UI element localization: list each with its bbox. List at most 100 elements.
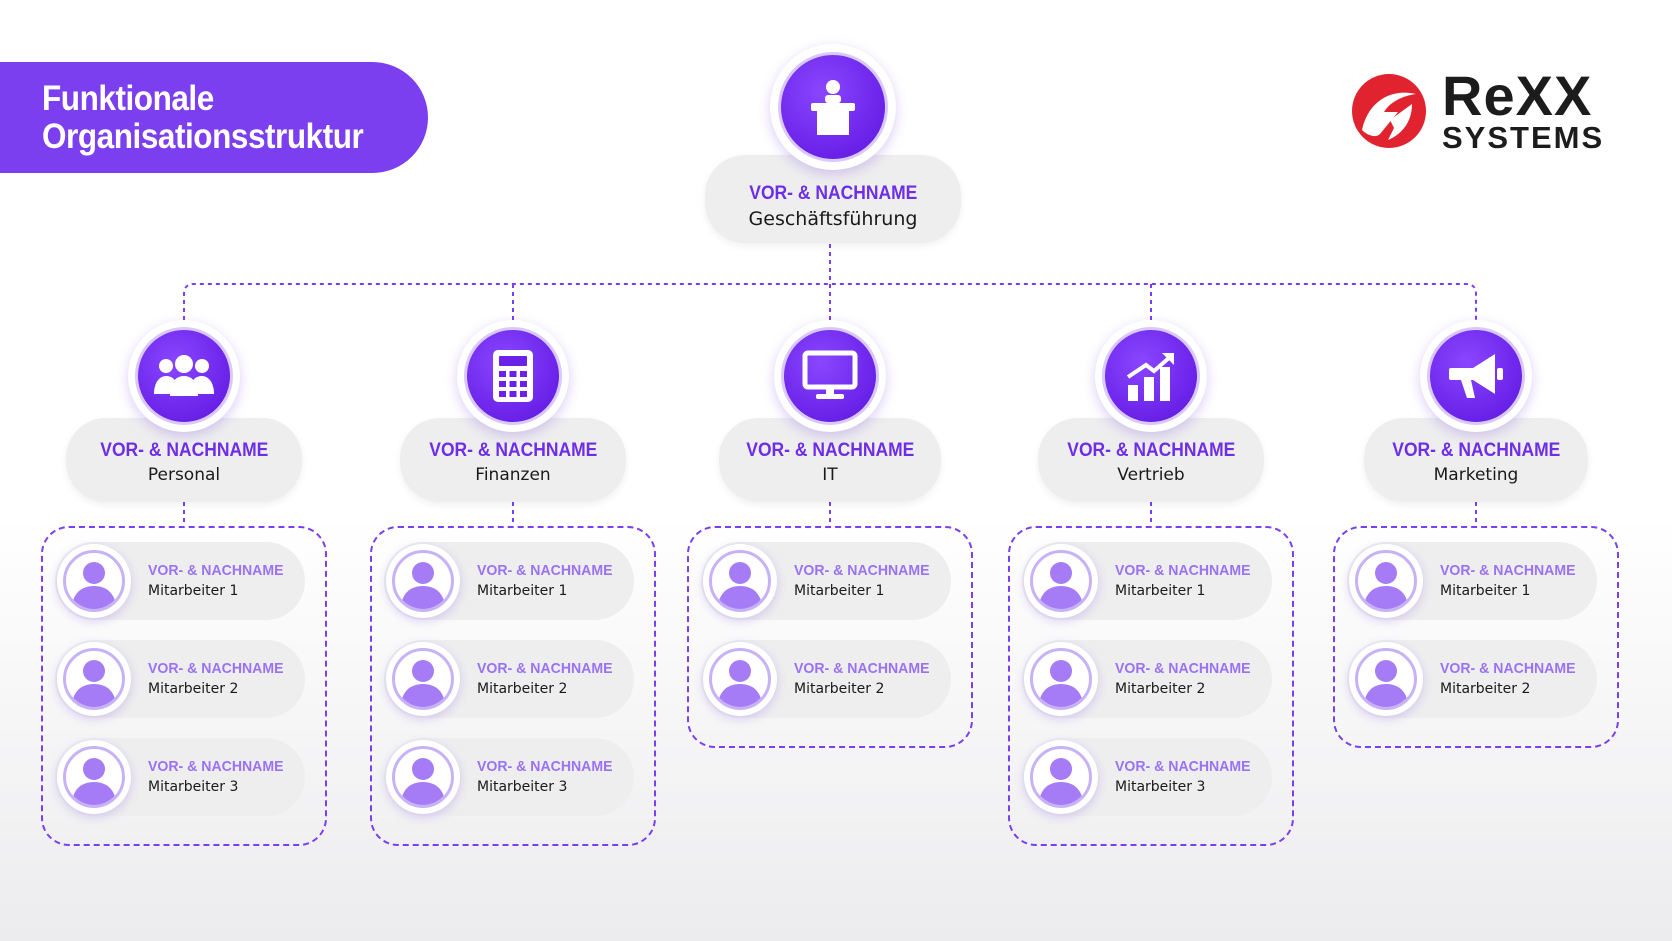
employee-avatar bbox=[386, 740, 460, 814]
department-head-name: VOR- & NACHNAME bbox=[428, 439, 597, 461]
rexx-systems-logo: ReXX SYSTEMS bbox=[1350, 66, 1610, 160]
department-label-pill: VOR- & NACHNAME Finanzen bbox=[400, 418, 626, 502]
department-role: Personal bbox=[147, 464, 221, 485]
podium-speaker-icon bbox=[811, 80, 855, 135]
person-icon bbox=[1039, 660, 1083, 707]
person-icon bbox=[1039, 758, 1083, 805]
employee-card: VOR- & NACHNAME Mitarbeiter 1 bbox=[55, 542, 305, 620]
employee-group bbox=[41, 526, 327, 846]
employee-avatar bbox=[1024, 642, 1098, 716]
department-avatar bbox=[1420, 320, 1532, 432]
employee-role: Mitarbeiter 3 bbox=[1115, 779, 1206, 795]
person-icon bbox=[401, 660, 445, 707]
employee-role: Mitarbeiter 2 bbox=[148, 681, 239, 697]
employee-card: VOR- & NACHNAME Mitarbeiter 3 bbox=[384, 738, 634, 816]
department-avatar bbox=[1095, 320, 1207, 432]
employee-role: Mitarbeiter 2 bbox=[1115, 681, 1206, 697]
person-icon bbox=[1039, 562, 1083, 609]
employee-group bbox=[1008, 526, 1294, 846]
employee-avatar bbox=[703, 544, 777, 618]
employee-card: VOR- & NACHNAME Mitarbeiter 2 bbox=[55, 640, 305, 718]
employee-name: VOR- & NACHNAME bbox=[794, 660, 930, 677]
employee-avatar bbox=[57, 544, 131, 618]
employee-card: VOR- & NACHNAME Mitarbeiter 2 bbox=[1347, 640, 1597, 718]
employee-group bbox=[1333, 526, 1619, 748]
title-line-1: Funktionale bbox=[42, 78, 214, 118]
employee-card: VOR- & NACHNAME Mitarbeiter 3 bbox=[1022, 738, 1272, 816]
employee-name: VOR- & NACHNAME bbox=[1115, 562, 1251, 579]
department-head-name: VOR- & NACHNAME bbox=[1066, 439, 1235, 461]
title-banner: Funktionale Organisationsstruktur bbox=[0, 62, 428, 173]
person-icon bbox=[1364, 562, 1408, 609]
employee-card: VOR- & NACHNAME Mitarbeiter 3 bbox=[55, 738, 305, 816]
employee-role: Mitarbeiter 1 bbox=[1440, 583, 1531, 599]
department-label-pill: VOR- & NACHNAME Personal bbox=[66, 418, 302, 502]
department-label-pill: VOR- & NACHNAME Vertrieb bbox=[1038, 418, 1264, 502]
person-icon bbox=[72, 660, 116, 707]
person-icon bbox=[718, 562, 762, 609]
employee-avatar bbox=[386, 642, 460, 716]
person-icon bbox=[718, 660, 762, 707]
employee-name: VOR- & NACHNAME bbox=[148, 562, 284, 579]
employee-avatar bbox=[1024, 740, 1098, 814]
employee-name: VOR- & NACHNAME bbox=[477, 758, 613, 775]
employee-avatar bbox=[57, 740, 131, 814]
person-icon bbox=[72, 758, 116, 805]
employee-group bbox=[687, 526, 973, 748]
calculator-icon bbox=[491, 348, 535, 404]
ceo-avatar bbox=[770, 44, 896, 170]
employee-name: VOR- & NACHNAME bbox=[477, 562, 613, 579]
title-line-2: Organisationsstruktur bbox=[42, 116, 364, 156]
employee-name: VOR- & NACHNAME bbox=[1115, 758, 1251, 775]
employee-card: VOR- & NACHNAME Mitarbeiter 2 bbox=[384, 640, 634, 718]
logo-word-systems: SYSTEMS bbox=[1442, 120, 1605, 155]
employee-avatar bbox=[1349, 544, 1423, 618]
department-head-name: VOR- & NACHNAME bbox=[745, 439, 914, 461]
monitor-icon bbox=[802, 350, 858, 402]
employee-role: Mitarbeiter 2 bbox=[477, 681, 568, 697]
logo-mark-icon bbox=[1352, 74, 1426, 148]
ceo-name: VOR- & NACHNAME bbox=[748, 182, 917, 204]
employee-card: VOR- & NACHNAME Mitarbeiter 1 bbox=[701, 542, 951, 620]
department-avatar bbox=[457, 320, 569, 432]
employee-avatar bbox=[703, 642, 777, 716]
growth-chart-icon bbox=[1124, 349, 1178, 403]
department-head-name: VOR- & NACHNAME bbox=[1391, 439, 1560, 461]
department-head-name: VOR- & NACHNAME bbox=[99, 439, 268, 461]
employee-avatar bbox=[57, 642, 131, 716]
employee-card: VOR- & NACHNAME Mitarbeiter 1 bbox=[1347, 542, 1597, 620]
employee-avatar bbox=[386, 544, 460, 618]
team-icon bbox=[152, 354, 216, 398]
employee-role: Mitarbeiter 2 bbox=[1440, 681, 1531, 697]
person-icon bbox=[72, 562, 116, 609]
employee-name: VOR- & NACHNAME bbox=[1440, 660, 1576, 677]
department-label-pill: VOR- & NACHNAME Marketing bbox=[1364, 418, 1588, 502]
employee-name: VOR- & NACHNAME bbox=[1115, 660, 1251, 677]
department-role: IT bbox=[822, 464, 838, 485]
department-label-pill: VOR- & NACHNAME IT bbox=[719, 418, 941, 502]
department-avatar bbox=[128, 320, 240, 432]
person-icon bbox=[401, 758, 445, 805]
employee-name: VOR- & NACHNAME bbox=[148, 660, 284, 677]
employee-group bbox=[370, 526, 656, 846]
person-icon bbox=[1364, 660, 1408, 707]
employee-name: VOR- & NACHNAME bbox=[1440, 562, 1576, 579]
employee-role: Mitarbeiter 3 bbox=[148, 779, 239, 795]
employee-card: VOR- & NACHNAME Mitarbeiter 2 bbox=[701, 640, 951, 718]
employee-avatar bbox=[1024, 544, 1098, 618]
ceo-role: Geschäftsführung bbox=[748, 207, 918, 230]
employee-name: VOR- & NACHNAME bbox=[148, 758, 284, 775]
employee-role: Mitarbeiter 2 bbox=[794, 681, 885, 697]
department-avatar bbox=[774, 320, 886, 432]
employee-role: Mitarbeiter 3 bbox=[477, 779, 568, 795]
employee-card: VOR- & NACHNAME Mitarbeiter 2 bbox=[1022, 640, 1272, 718]
logo-word-rexx: ReXX bbox=[1442, 64, 1593, 127]
employee-card: VOR- & NACHNAME Mitarbeiter 1 bbox=[1022, 542, 1272, 620]
employee-card: VOR- & NACHNAME Mitarbeiter 1 bbox=[384, 542, 634, 620]
employee-name: VOR- & NACHNAME bbox=[794, 562, 930, 579]
person-icon bbox=[401, 562, 445, 609]
department-role: Vertrieb bbox=[1117, 464, 1185, 485]
employee-role: Mitarbeiter 1 bbox=[794, 583, 885, 599]
department-role: Marketing bbox=[1433, 464, 1519, 485]
